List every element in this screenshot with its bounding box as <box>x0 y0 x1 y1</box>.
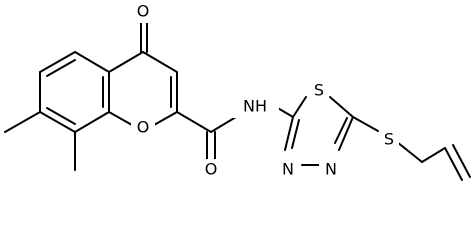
thiadiazole-n1-label: N <box>325 160 337 179</box>
allyl-bond-2 <box>421 147 446 163</box>
thiadiazole-double-1 <box>334 117 348 144</box>
thiadiazole-n1-label-background <box>319 159 343 181</box>
amide-nh-label-background <box>231 96 279 118</box>
thiadiazole-n2-label: N <box>282 160 294 179</box>
thiadiazole-bond-3 <box>338 116 354 151</box>
benzene-bond-5 <box>39 111 76 133</box>
ketone-o-label-background <box>131 1 155 23</box>
thiadiazole-n2-label-background <box>276 159 300 181</box>
thioether-bond <box>352 116 379 132</box>
amide-nh-label: NH <box>243 97 267 116</box>
allyl-bond-1 <box>396 141 423 163</box>
pyranone-bond-2 <box>142 51 178 73</box>
thiadiazole-bond-2 <box>329 96 354 118</box>
benzene-double-1 <box>46 59 76 77</box>
pyranone-bond-5 <box>108 111 133 126</box>
pyranone-bond-4 <box>153 111 178 126</box>
allyl-double-2 <box>452 144 471 178</box>
amide-o-label-background <box>199 159 223 181</box>
thiadiazole-s-label-background <box>309 80 329 102</box>
chemical-structure-diagram: O O O NH S N N S <box>4 1 471 181</box>
thiadiazole-s-label: S <box>314 81 324 100</box>
thioether-s-label: S <box>384 130 394 149</box>
thiadiazole-double-2 <box>291 119 300 149</box>
benzene-bond-1 <box>39 51 76 73</box>
methyl-7-bond <box>4 111 41 133</box>
thiadiazole-bond-5 <box>284 116 294 151</box>
thiadiazole-bond-1 <box>292 96 307 118</box>
ring-o-label: O <box>137 118 150 137</box>
ring-o-label-background <box>131 117 155 139</box>
amide-carbon-bond <box>176 111 212 133</box>
benzene-double-3 <box>46 107 76 125</box>
thioether-s-label-background <box>379 129 399 151</box>
benzene-bond-2 <box>74 51 110 73</box>
ketone-o-label: O <box>137 2 150 21</box>
pyranone-bond-1 <box>108 51 144 73</box>
amide-o-label: O <box>205 160 218 179</box>
allyl-double-1 <box>444 147 463 181</box>
structure-canvas: O O O NH S N N S <box>4 1 471 181</box>
benzene-bond-4 <box>74 111 110 133</box>
amide-n-bond <box>210 116 237 133</box>
